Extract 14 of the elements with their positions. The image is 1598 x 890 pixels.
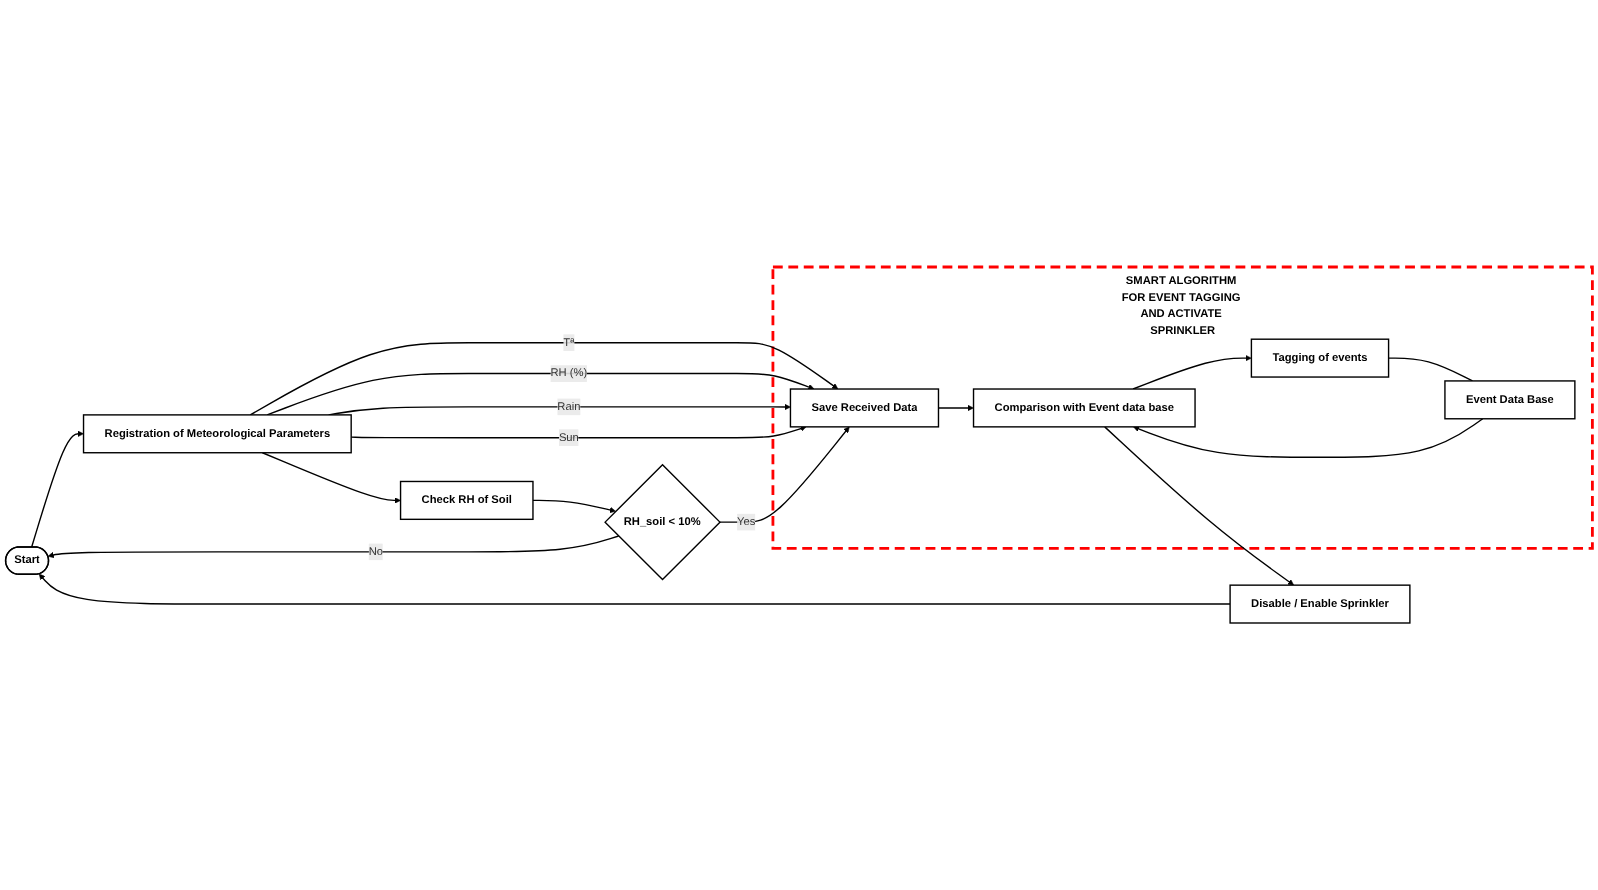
arrow: [261, 452, 401, 504]
arrow: [266, 372, 815, 416]
arrow: [30, 430, 84, 548]
arrow: [532, 499, 616, 513]
arrow: [350, 425, 807, 439]
arrow: [47, 535, 620, 558]
arrow: [38, 573, 1231, 605]
arrow: [1104, 426, 1294, 586]
connector: [1387, 357, 1474, 382]
arrow: [1133, 418, 1484, 459]
arrow: [1132, 355, 1252, 390]
arrow: [718, 426, 850, 523]
arrow: [937, 404, 974, 412]
arrow: [249, 342, 839, 416]
